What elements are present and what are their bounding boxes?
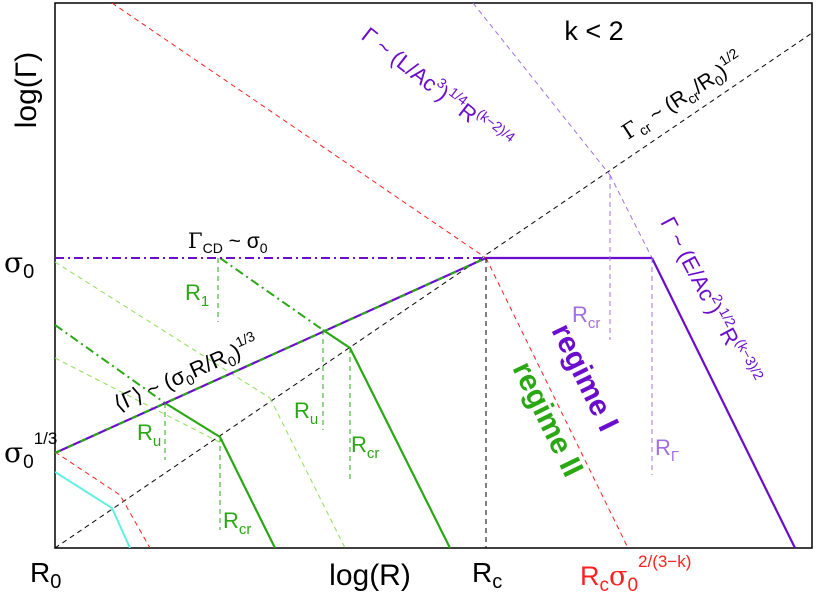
rgamma-label: RΓ bbox=[655, 435, 679, 465]
red-dashed-small bbox=[55, 451, 151, 548]
ru-mid-label: Ru bbox=[294, 398, 318, 428]
green-overlay-rise bbox=[55, 256, 487, 455]
green-dashdot-r1 bbox=[219, 257, 324, 331]
lightgreen-dashed-1 bbox=[55, 261, 271, 399]
purple-solid-decline bbox=[651, 257, 796, 548]
x-tick-rc-sigma: Rcσ02/(3−k) bbox=[580, 552, 691, 596]
gamma-cr-label: Γcr ~ (Rcr/R0)1/2 bbox=[615, 45, 749, 147]
rcr-right-label: Rcr bbox=[572, 302, 600, 332]
lavender-dashed-l bbox=[472, 3, 611, 176]
y-tick-sigma0: σ0 bbox=[4, 246, 34, 283]
gamma-l-label: Γ ~ (L/Ac3)1/4R(k−2)/4 bbox=[357, 20, 519, 155]
r1-label: R1 bbox=[185, 280, 209, 310]
x-tick-r0: R0 bbox=[30, 557, 61, 593]
cyan-curve bbox=[55, 471, 131, 548]
gamma-mean-label: ⟨Γ⟩ ~ (σ0R/R0)1/3 bbox=[109, 328, 264, 420]
green-dashdot-lower bbox=[55, 324, 166, 404]
y-axis-label: log(Γ) bbox=[10, 52, 43, 129]
y-tick-sigma0-third: σ01/3 bbox=[4, 429, 57, 473]
plot-frame bbox=[54, 2, 813, 549]
x-tick-rc: Rc bbox=[472, 557, 502, 593]
lightgreen-dashed-3 bbox=[55, 357, 226, 446]
condition-label: k < 2 bbox=[564, 16, 623, 46]
green-solid-mid bbox=[322, 329, 451, 548]
lightgreen-dashed-2 bbox=[269, 397, 346, 548]
gamma-cd-label: ΓCD ~ σ0 bbox=[188, 229, 268, 256]
lavender-dashed-e bbox=[609, 174, 653, 259]
x-axis-label: log(R) bbox=[329, 559, 411, 592]
curves-group bbox=[55, 3, 812, 548]
ru-left-label: Ru bbox=[137, 420, 161, 450]
red-dashed-upper bbox=[111, 3, 487, 259]
rcr-mid-label: Rcr bbox=[351, 432, 379, 462]
rcr-left-label: Rcr bbox=[223, 508, 251, 538]
